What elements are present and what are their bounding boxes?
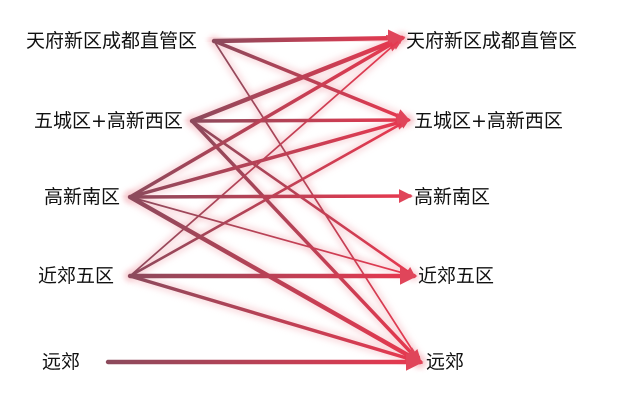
flow-edge-L1-R1 <box>211 29 406 48</box>
flow-edge-L3-R4 <box>129 196 416 278</box>
right-node-suburbs: 近郊五区 <box>418 265 495 287</box>
flow-edge-L2-R5 <box>190 119 422 365</box>
flow-edge-L1-R2 <box>212 39 411 123</box>
left-node-wucheng: 五城区+高新西区 <box>34 110 183 132</box>
right-node-exurbs: 远郊 <box>426 351 465 373</box>
flow-edge-L3-R1 <box>128 36 405 199</box>
right-node-tianfu: 天府新区成都直管区 <box>406 30 578 52</box>
flow-edge-L2-R4 <box>190 119 416 278</box>
flow-edge-L2-R1 <box>189 34 406 124</box>
flow-edge-L3-R5 <box>127 194 424 365</box>
flow-edge-L4-R2 <box>128 118 410 278</box>
left-node-exurbs: 远郊 <box>42 351 81 373</box>
flow-edge-L2-R2 <box>190 113 411 128</box>
left-node-tianfu: 天府新区成都直管区 <box>26 30 198 52</box>
flow-edge-L3-R2 <box>128 116 411 199</box>
right-node-gaoxin-south: 高新南区 <box>414 186 491 208</box>
right-node-wucheng: 五城区+高新西区 <box>414 110 563 132</box>
flow-edge-L1-R5 <box>213 40 421 364</box>
flow-edge-L4-R5 <box>128 274 423 366</box>
left-node-suburbs: 近郊五区 <box>38 265 115 287</box>
left-node-gaoxin-south: 高新南区 <box>44 186 121 208</box>
flow-edge-L4-R1 <box>129 37 404 277</box>
